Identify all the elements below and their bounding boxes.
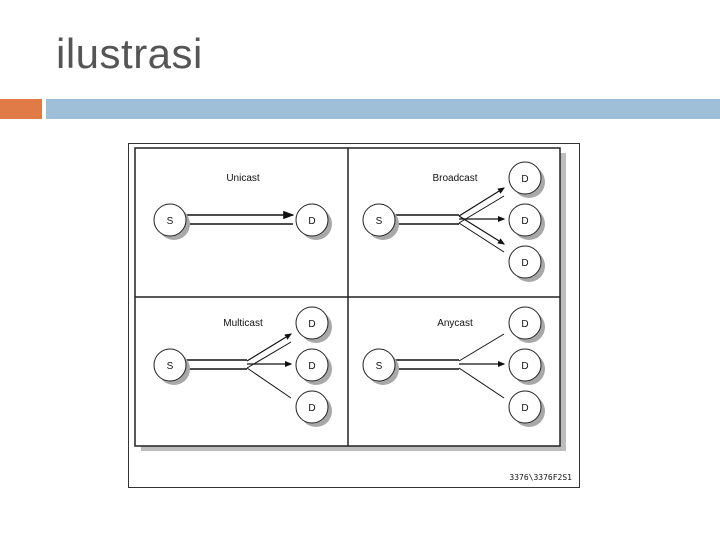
multicast-branch-bottom <box>246 367 292 399</box>
broadcast-source-node: S <box>362 203 399 240</box>
node-label-d: D <box>521 174 528 185</box>
anycast-branch-bottom <box>458 367 505 399</box>
panel-anycast: Anycast S D D <box>362 306 545 427</box>
multicast-destination-node: D <box>295 348 332 385</box>
multicast-destination-node: D <box>295 306 332 343</box>
node-label-s: S <box>167 216 174 227</box>
unicast-destination-node: D <box>295 203 332 240</box>
node-label-s: S <box>376 361 383 372</box>
panel-broadcast: Broadcast S D D <box>362 161 545 282</box>
accent-bar-orange <box>0 99 42 119</box>
broadcast-destination-node: D <box>508 161 545 198</box>
node-label-d: D <box>308 361 315 372</box>
figure-id-label: 3376\3376F2S1 <box>509 473 572 482</box>
panel-multicast: Multicast S D D <box>153 306 332 427</box>
network-diagram-figure: Unicast S D Broadcast <box>128 143 580 488</box>
multicast-arrow-top <box>246 333 293 362</box>
node-label-s: S <box>376 216 383 227</box>
panel-unicast: Unicast S D <box>153 173 332 240</box>
panel-title-anycast: Anycast <box>437 318 473 329</box>
anycast-destination-node: D <box>508 306 545 343</box>
anycast-branch-top <box>458 333 505 362</box>
accent-bar-blue <box>46 99 720 119</box>
slide-title: ilustrasi <box>56 30 203 77</box>
node-label-d: D <box>521 258 528 269</box>
panel-title-unicast: Unicast <box>226 173 260 184</box>
panel-title-broadcast: Broadcast <box>432 173 477 184</box>
broadcast-arrow-bottom <box>458 215 506 245</box>
node-label-d: D <box>521 403 528 414</box>
broadcast-destination-node: D <box>508 245 545 282</box>
anycast-destination-node: D <box>508 390 545 427</box>
node-label-d: D <box>308 216 315 227</box>
anycast-destination-node: D <box>508 348 545 385</box>
node-label-d: D <box>308 403 315 414</box>
multicast-destination-node: D <box>295 390 332 427</box>
unicast-source-node: S <box>153 203 190 240</box>
broadcast-line-bottom <box>458 222 505 253</box>
node-label-s: S <box>167 361 174 372</box>
node-label-d: D <box>521 319 528 330</box>
broadcast-destination-node: D <box>508 203 545 240</box>
node-label-d: D <box>521 216 528 227</box>
panel-title-multicast: Multicast <box>223 318 263 329</box>
broadcast-arrow-top <box>458 187 506 217</box>
node-label-d: D <box>521 361 528 372</box>
multicast-source-node: S <box>153 348 190 385</box>
node-label-d: D <box>308 319 315 330</box>
diagram-canvas: Unicast S D Broadcast <box>134 147 566 451</box>
anycast-source-node: S <box>362 348 399 385</box>
